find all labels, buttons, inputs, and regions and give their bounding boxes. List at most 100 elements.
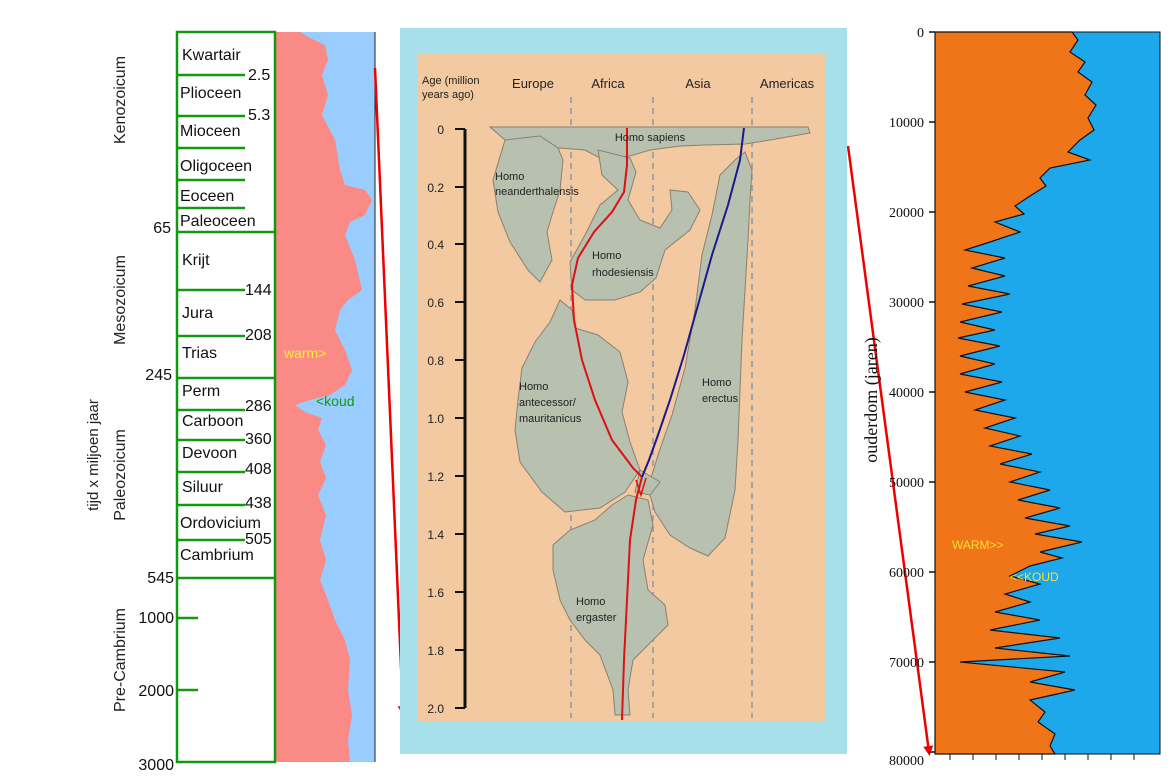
tick-label: 1.2 xyxy=(427,470,444,484)
climate-record-panel: WARM>> <<KOUD 0 10000 2000 xyxy=(861,26,1161,769)
neanderthalensis-blob xyxy=(492,135,564,283)
y-axis-title: ouderdom (jaren) xyxy=(861,337,882,462)
tick-label: 1.8 xyxy=(427,644,444,658)
erectus-lineage-line xyxy=(641,127,745,478)
species-label: neanderthalensis xyxy=(495,186,579,198)
period-dividers xyxy=(177,73,275,692)
period-label: Eoceen xyxy=(180,188,234,205)
tick-label: 0.8 xyxy=(427,354,444,368)
outer-age-labels: 65 245 545 1000 2000 3000 xyxy=(138,220,174,774)
tick-label: 70000 xyxy=(889,656,924,671)
period-label: Ordovicium xyxy=(180,515,261,532)
period-label: Plioceen xyxy=(180,85,241,102)
age-label: 438 xyxy=(245,495,272,512)
region-labels: Europe Africa Asia Americas xyxy=(512,76,815,91)
tick-label: 1.6 xyxy=(427,586,444,600)
population-blobs xyxy=(488,126,811,716)
period-label: Carboon xyxy=(182,413,243,430)
age-label: 2.5 xyxy=(248,67,270,84)
tick-label: 0 xyxy=(437,123,444,137)
period-label: Paleoceen xyxy=(180,213,256,230)
cold-label: <<KOUD xyxy=(1010,570,1059,584)
species-label: Homo xyxy=(519,381,548,393)
period-label: Perm xyxy=(182,383,220,400)
warm-area xyxy=(934,31,1097,755)
region-label: Asia xyxy=(685,76,711,91)
age-label: 5.3 xyxy=(248,107,270,124)
region-label: Europe xyxy=(512,76,554,91)
age-label: 65 xyxy=(153,220,171,237)
tick-label: 1.4 xyxy=(427,528,444,542)
right-axis-tick-labels: 0 10000 20000 30000 40000 50000 60000 70… xyxy=(889,26,924,769)
zoom-arrow-right xyxy=(846,145,934,756)
branch-connector xyxy=(635,477,647,498)
age-label: 545 xyxy=(147,570,174,587)
geologic-timescale-panel: tijd x miljoen jaar Kenozoicum Mesozoicu… xyxy=(85,30,376,774)
sapiens-lineage-line xyxy=(570,128,644,721)
species-label: Homo xyxy=(702,377,731,389)
age-label: 286 xyxy=(245,398,272,415)
era-precambrium: Pre-Cambrium xyxy=(112,608,129,712)
species-label: erectus xyxy=(702,393,739,405)
species-label: rhodesiensis xyxy=(592,267,654,279)
tick-label: 10000 xyxy=(889,116,924,131)
species-label: ergaster xyxy=(576,612,617,624)
species-label: Homo xyxy=(592,250,621,262)
tick-label: 0.4 xyxy=(427,238,444,252)
period-label: Siluur xyxy=(182,479,224,496)
species-label: Homo sapiens xyxy=(615,132,686,144)
species-label: Homo xyxy=(576,596,605,608)
inner-age-labels: 2.5 5.3 144 208 286 360 408 438 505 xyxy=(245,67,272,548)
species-label: Homo xyxy=(495,171,524,183)
axis-title: Age (million xyxy=(422,75,479,87)
period-label: Mioceen xyxy=(180,123,240,140)
tick-label: 50000 xyxy=(889,476,924,491)
zoom-arrow-left xyxy=(373,67,408,716)
ergaster-blob xyxy=(552,494,669,716)
era-kenozoicum: Kenozoicum xyxy=(112,56,129,144)
tick-label: 20000 xyxy=(889,206,924,221)
tick-label: 80000 xyxy=(889,754,924,769)
y-axis-title: tijd x miljoen jaar xyxy=(85,399,102,511)
species-labels: Homo sapiens Homo neanderthalensis Homo … xyxy=(495,132,739,624)
species-label: mauritanicus xyxy=(519,413,582,425)
age-label: 144 xyxy=(245,282,272,299)
region-label: Africa xyxy=(591,76,625,91)
y-axis-tick-labels: 0 0.2 0.4 0.6 0.8 1.0 1.2 1.4 1.6 1.8 2.… xyxy=(427,123,444,716)
age-label: 360 xyxy=(245,431,272,448)
period-label: Jura xyxy=(182,305,213,322)
period-label: Oligoceen xyxy=(180,158,252,175)
period-label: Cambrium xyxy=(180,547,254,564)
age-label: 3000 xyxy=(138,757,174,774)
age-label: 208 xyxy=(245,327,272,344)
age-label: 1000 xyxy=(138,610,174,627)
era-paleozoicum: Paleozoicum xyxy=(112,429,129,521)
era-labels: Kenozoicum Mesozoicum Paleozoicum Pre-Ca… xyxy=(112,56,129,712)
cold-label: <koud xyxy=(316,393,355,409)
rhodesiensis-blob xyxy=(569,149,701,301)
tick-label: 0 xyxy=(917,26,924,41)
period-label: Krijt xyxy=(182,252,210,269)
climate-warm-area xyxy=(275,32,372,762)
age-label: 245 xyxy=(145,367,172,384)
hominin-evolution-panel: Age (million years ago) Europe Africa As… xyxy=(400,28,847,754)
period-column-frame xyxy=(175,30,277,764)
antecessor-blob xyxy=(514,299,641,513)
right-axis-ticks xyxy=(929,31,935,753)
tick-label: 0.2 xyxy=(427,181,444,195)
period-label: Trias xyxy=(182,345,217,362)
y-axis-ticks xyxy=(455,128,465,709)
erectus-blob xyxy=(647,151,753,557)
period-label: Devoon xyxy=(182,445,237,462)
axis-title: years ago) xyxy=(422,89,474,101)
period-labels: Kwartair Plioceen Mioceen Oligoceen Eoce… xyxy=(180,47,261,564)
period-label: Kwartair xyxy=(182,47,241,64)
tick-label: 60000 xyxy=(889,566,924,581)
tick-label: 0.6 xyxy=(427,296,444,310)
age-label: 505 xyxy=(245,531,272,548)
age-label: 408 xyxy=(245,461,272,478)
tick-label: 40000 xyxy=(889,386,924,401)
era-mesozoicum: Mesozoicum xyxy=(112,255,129,345)
age-label: 2000 xyxy=(138,683,174,700)
tick-label: 30000 xyxy=(889,296,924,311)
